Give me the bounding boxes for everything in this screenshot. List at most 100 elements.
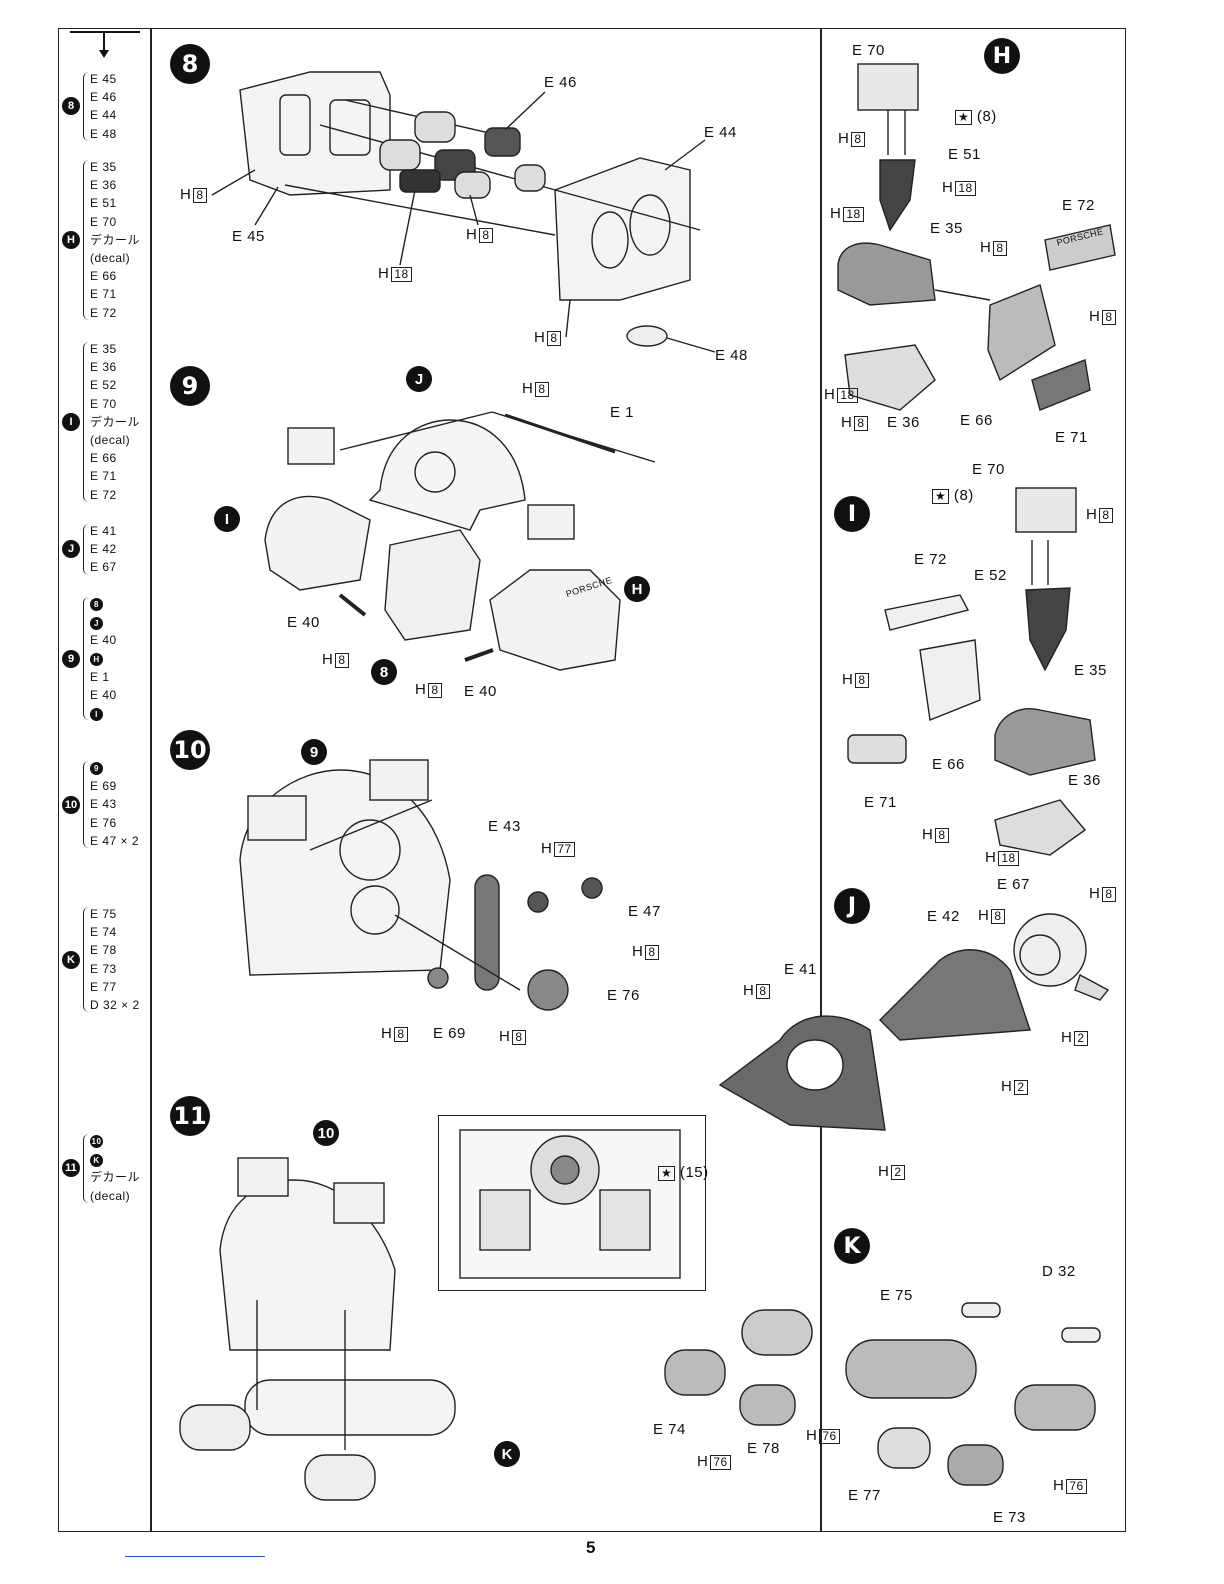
reference-inset (438, 1115, 706, 1291)
sidebar-step-badge: 11 (62, 1159, 80, 1178)
label-e48: E 48 (715, 347, 748, 364)
sidebar-part-item: E 69 (90, 779, 117, 794)
sidebar-part-item: E 72 (90, 305, 117, 320)
decal-star-8: ★ (8) (953, 108, 997, 125)
sidebar-part-item: E 52 (90, 378, 117, 393)
sidebar-part-item: E 75 (90, 907, 117, 921)
sidebar-step-badge: J (62, 540, 80, 559)
sidebar-part-item: E 45 (90, 72, 117, 86)
label-e41: E 41 (784, 961, 817, 978)
label-e72: E 72 (1062, 197, 1095, 214)
sidebar-part-item: E 76 (90, 815, 117, 830)
ref-9-badge: 9 (301, 739, 327, 765)
parts-sidebar (58, 28, 150, 1532)
label-e1: E 1 (610, 404, 635, 421)
sidebar-part-item: デカール (90, 1170, 141, 1185)
sidebar-step-badge: K (62, 950, 80, 969)
sidebar-step-badge: 9 (62, 649, 80, 668)
step-8-badge: 8 (170, 44, 210, 84)
label-d32: D 32 (1042, 1263, 1076, 1280)
step-9-badge: 9 (170, 366, 210, 406)
sidebar-part-item: E 40 (90, 633, 117, 648)
sidebar-step-badge: I (62, 412, 80, 431)
ref-H-badge: H (624, 576, 650, 602)
sidebar-step-badge: 10 (62, 795, 80, 814)
label-e78: E 78 (747, 1440, 780, 1457)
substep-H-badge: H (984, 38, 1020, 74)
step-10-badge: 10 (170, 730, 210, 770)
sidebar-part-item: J (90, 613, 117, 631)
sidebar-part-item: E 66 (90, 451, 117, 466)
sidebar-part-item: E 71 (90, 469, 117, 484)
sidebar-part-item: E 67 (90, 560, 117, 575)
sidebar-part-item: E 70 (90, 396, 117, 411)
sidebar-part-item: E 47 × 2 (90, 833, 140, 848)
sidebar-part-item: E 36 (90, 178, 117, 193)
label-e72-i: E 72 (914, 551, 947, 568)
sidebar-part-item: E 51 (90, 196, 117, 211)
brace (83, 160, 89, 320)
sidebar-part-item: E 74 (90, 925, 117, 940)
sidebar-part-item: E 42 (90, 542, 117, 557)
label-e70: E 70 (852, 42, 885, 59)
label-e47: E 47 (628, 903, 661, 920)
sidebar-step-badge: 8 (62, 97, 80, 116)
page-number: 5 (586, 1538, 596, 1557)
sidebar-part-item: (decal) (90, 433, 131, 448)
sidebar-step-badge: H (62, 230, 80, 249)
decal-star-15: ★ (15) (656, 1164, 709, 1181)
substep-K-badge: K (834, 1228, 870, 1264)
ref-10-badge: 10 (313, 1120, 339, 1146)
brace (83, 1134, 89, 1203)
footer-rule (125, 1556, 265, 1557)
sidebar-part-item: E 73 (90, 961, 117, 976)
sidebar-part-item: E 36 (90, 360, 117, 375)
label-e66: E 66 (960, 412, 993, 429)
sidebar-part-item: (decal) (90, 1188, 131, 1203)
brace (83, 907, 89, 1013)
sidebar-part-item: E 48 (90, 126, 117, 141)
ref-K-badge: K (494, 1441, 520, 1467)
sidebar-part-item: E 72 (90, 487, 117, 502)
sidebar-part-item: H (90, 650, 117, 668)
ref-J-badge: J (406, 366, 432, 392)
sidebar-part-item: 10 (90, 1135, 103, 1149)
sidebar-part-item: デカール (90, 414, 141, 429)
sidebar-part-item: 8 (90, 595, 117, 613)
sidebar-part-item: K (90, 1150, 140, 1168)
label-e43: E 43 (488, 818, 521, 835)
label-e36-i: E 36 (1068, 772, 1101, 789)
label-e42: E 42 (927, 908, 960, 925)
label-e45: E 45 (232, 228, 265, 245)
ref-I-badge: I (214, 506, 240, 532)
label-e44: E 44 (704, 124, 737, 141)
brace (83, 761, 89, 848)
sidebar-part-item: E 70 (90, 214, 117, 229)
sidebar-part-item: E 1 (90, 669, 110, 684)
brace (83, 342, 89, 502)
label-e35: E 35 (930, 220, 963, 237)
label-e77: E 77 (848, 1487, 881, 1504)
label-e70-i: E 70 (972, 461, 1005, 478)
sidebar-part-item: E 41 (90, 524, 117, 538)
